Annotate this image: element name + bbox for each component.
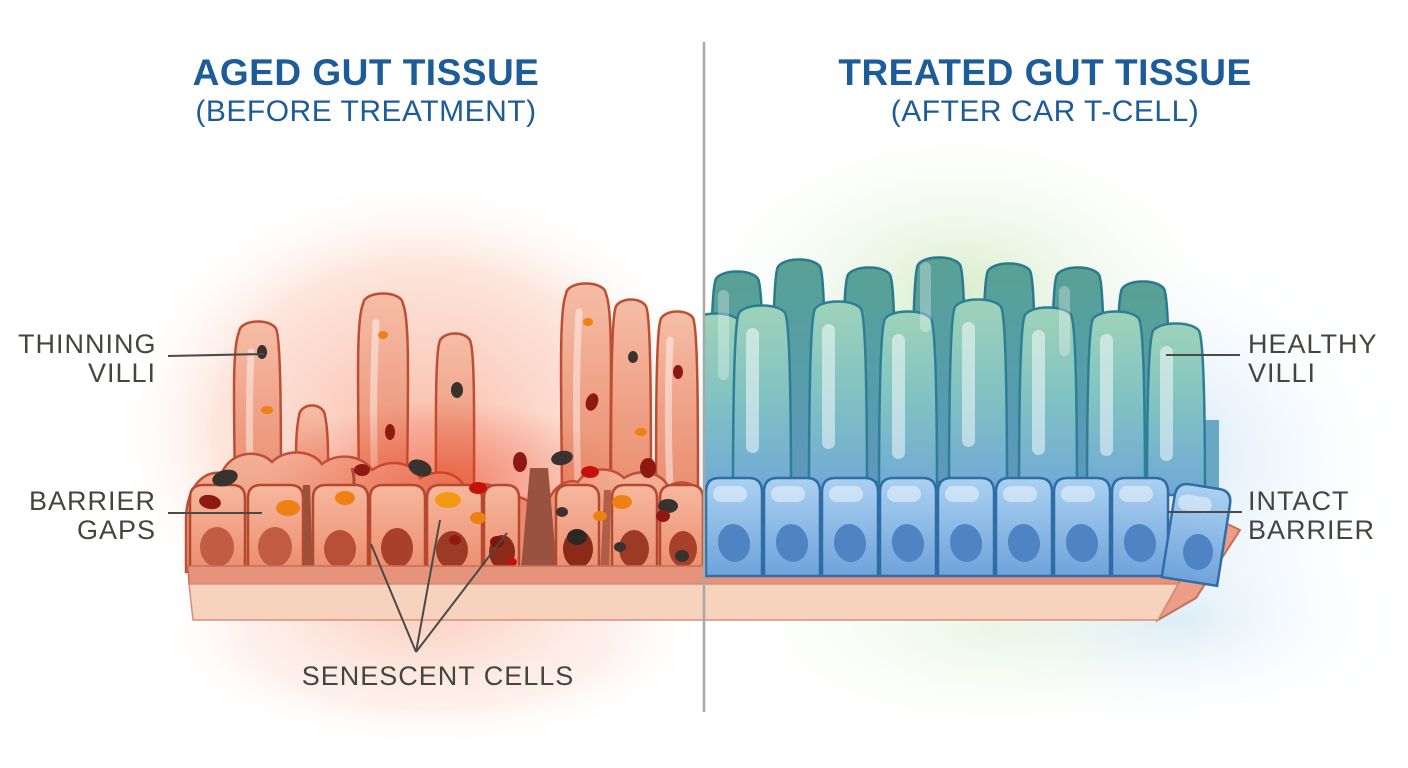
healthy-villi-label-line1: HEALTHY	[1248, 329, 1378, 359]
senescent-pointer-line-3	[415, 532, 508, 653]
healthy-cell-highlights	[713, 486, 1212, 514]
thinning-villi-label: THINNING VILLI	[18, 330, 156, 388]
barrier-gaps-label: BARRIER GAPS	[18, 487, 156, 545]
aged-tissue	[184, 282, 706, 580]
intact-barrier-label-line1: INTACT	[1248, 486, 1350, 516]
barrier-gaps-label-line2: GAPS	[76, 515, 156, 545]
healthy-cell-nuclei	[717, 524, 1213, 570]
senescent-cell-spots	[199, 318, 689, 566]
left-panel-title: AGED GUT TISSUE (BEFORE TREATMENT)	[28, 52, 704, 130]
senescent-pointer-line-2	[415, 519, 441, 653]
aged-cell-nuclei	[200, 527, 697, 569]
left-title-subtitle: (BEFORE TREATMENT)	[195, 95, 537, 128]
annotation-pointer-lines	[167, 353, 1242, 653]
thinning-villi-pointer-line	[167, 353, 265, 357]
healthy-villi-highlights	[718, 262, 1173, 461]
barrier-gaps-label-line1: BARRIER	[28, 486, 156, 516]
senescent-cells-label: SENESCENT CELLS	[301, 661, 575, 691]
intact-barrier-label: INTACT BARRIER	[1248, 487, 1398, 545]
right-title-main: TREATED GUT TISSUE	[838, 52, 1252, 93]
right-title-subtitle: (AFTER CAR T-CELL)	[890, 95, 1200, 128]
thinning-villi-label-line2: VILLI	[87, 358, 156, 388]
senescent-pointer-line-1	[370, 543, 417, 653]
treated-tissue	[704, 256, 1232, 588]
right-panel-title: TREATED GUT TISSUE (AFTER CAR T-CELL)	[704, 52, 1386, 130]
left-title-main: AGED GUT TISSUE	[192, 52, 540, 93]
healthy-villi-label: HEALTHY VILLI	[1248, 330, 1398, 388]
thinning-villi-label-line1: THINNING	[18, 329, 157, 359]
intact-barrier-label-line2: BARRIER	[1248, 515, 1376, 545]
healthy-villi-label-line2: VILLI	[1248, 358, 1317, 388]
